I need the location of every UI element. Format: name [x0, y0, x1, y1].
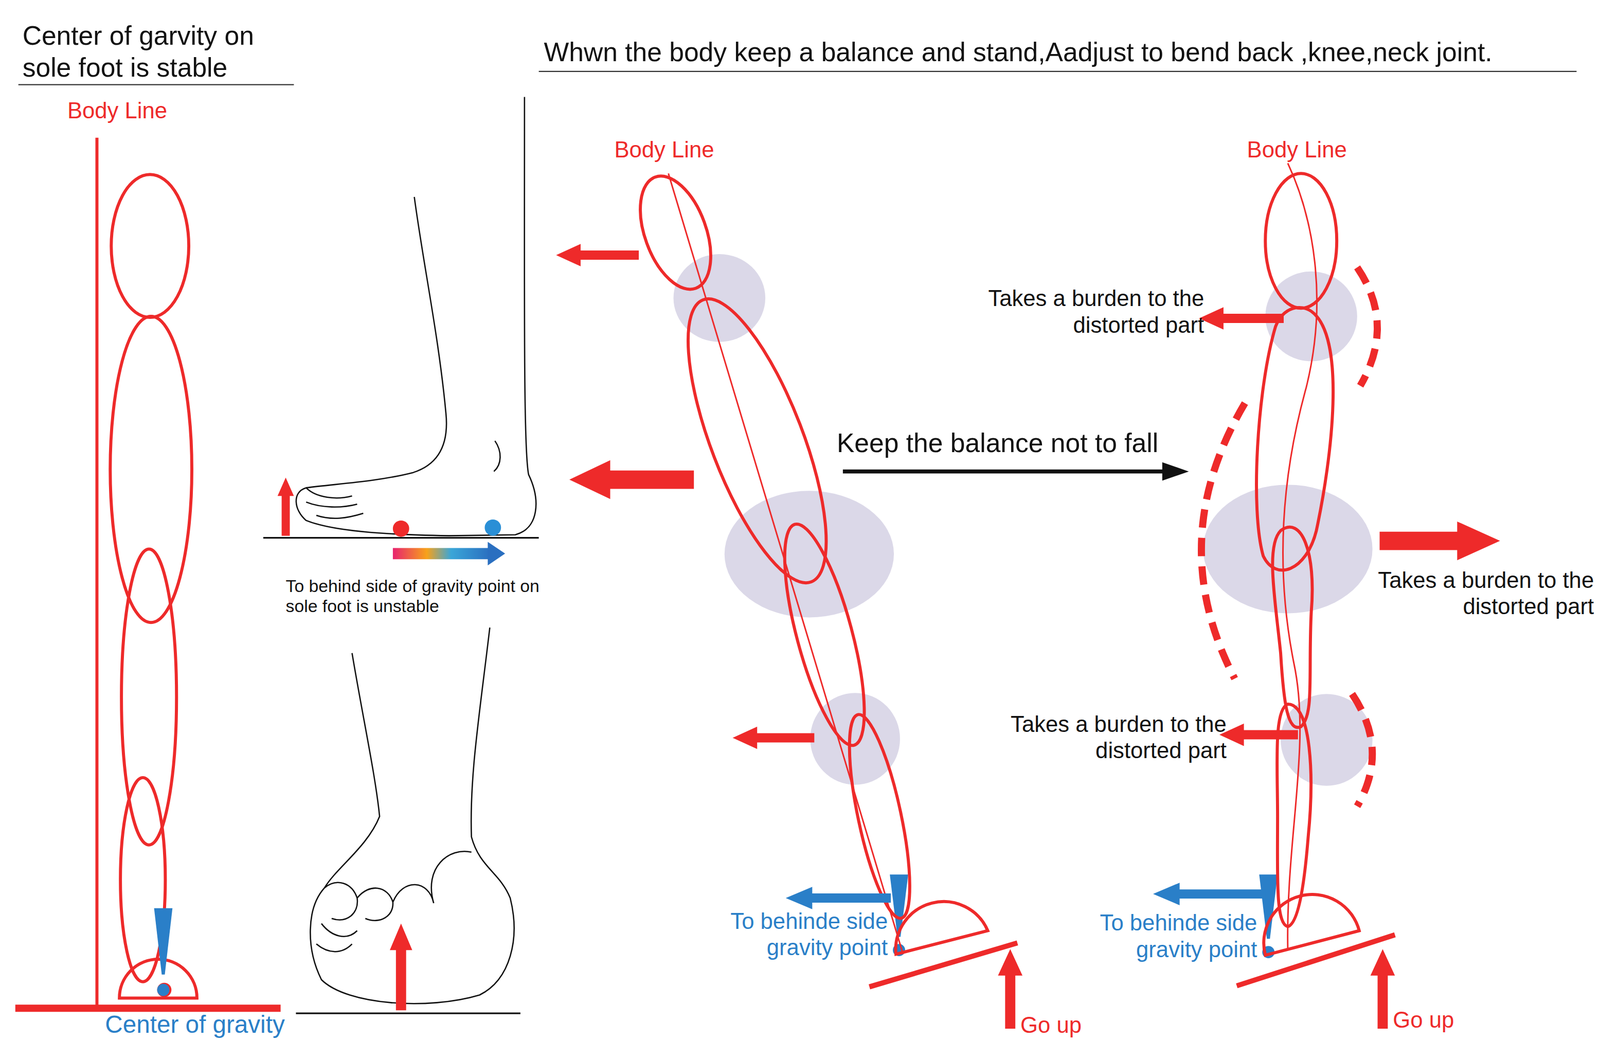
arrow — [555, 243, 639, 267]
gravity-mark — [1259, 874, 1278, 939]
note: To behind side of gravity point on sole … — [285, 576, 564, 618]
body-line-label: Body Line — [1247, 136, 1347, 164]
arrow — [1379, 521, 1501, 561]
gravity-mark — [889, 874, 909, 937]
arrow — [277, 477, 295, 536]
arrow — [389, 923, 413, 1011]
arrow — [1198, 307, 1284, 330]
gravity-dot — [157, 983, 170, 997]
arrow — [732, 726, 815, 750]
heading: Center of garvity on sole foot is stable — [22, 20, 301, 84]
go-up-label: Go up — [1392, 1007, 1454, 1034]
arrow — [1370, 948, 1396, 1029]
gravity-mark — [154, 908, 173, 975]
title: Whwn the body keep a balance and stand,A… — [544, 36, 1493, 68]
arrow — [785, 886, 891, 910]
burden-label: Takes a burden to the distorted part — [1367, 567, 1594, 621]
arrow — [842, 462, 1190, 481]
body-line-label: Body Line — [614, 136, 714, 164]
arrow — [1219, 723, 1299, 747]
arrow — [1153, 882, 1266, 906]
body-line-label: Body Line — [67, 97, 168, 124]
go-up-label: Go up — [1020, 1012, 1082, 1039]
burden-label: Takes a burden to the distorted part — [977, 285, 1204, 339]
gravity-label: To behinde side gravity point — [1055, 910, 1258, 964]
burden-label: Takes a burden to the distorted part — [999, 711, 1227, 765]
gravity-label: To behinde side gravity point — [685, 908, 888, 962]
balance-label: Keep the balance not to fall — [836, 427, 1159, 459]
gravity-label: Center of gravity — [104, 1010, 285, 1039]
arrow — [997, 948, 1023, 1029]
arrow — [569, 460, 694, 499]
